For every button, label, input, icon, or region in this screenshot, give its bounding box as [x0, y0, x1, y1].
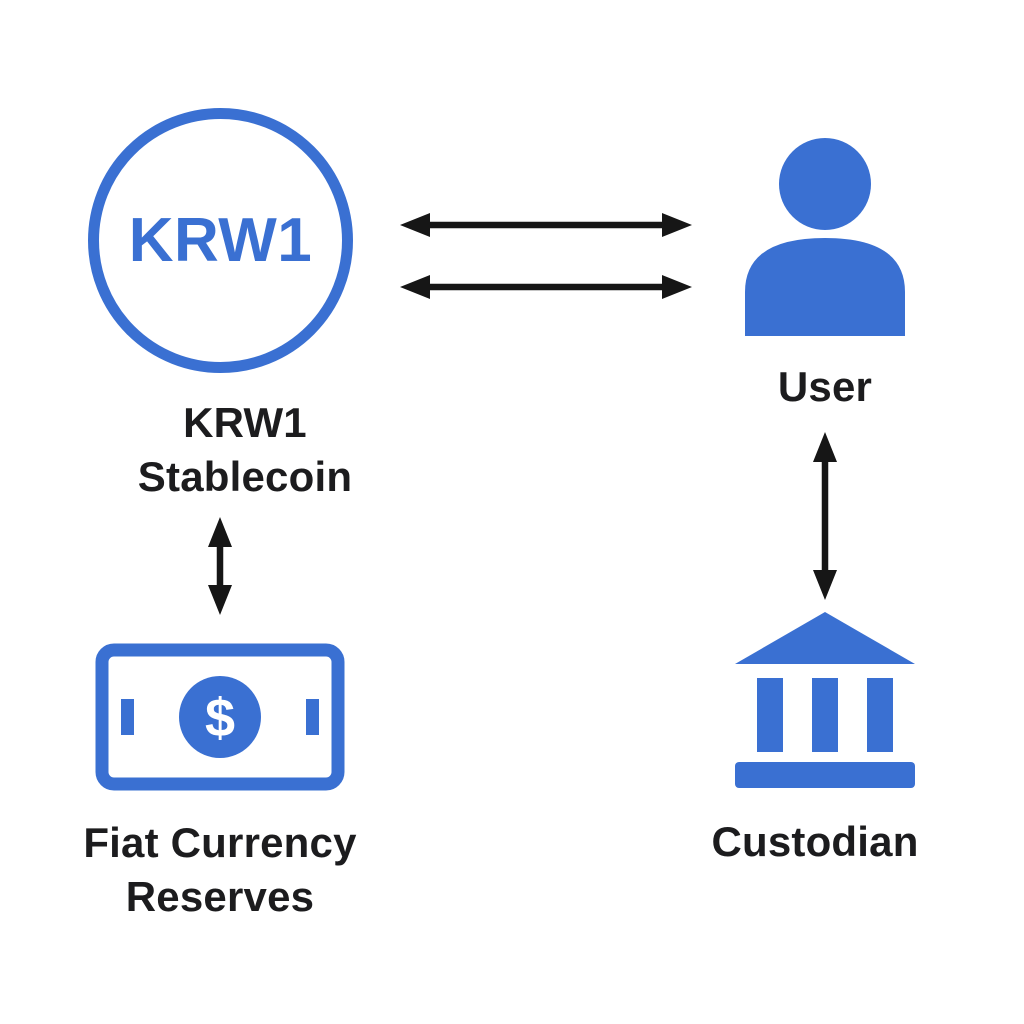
fiat-reserves-label: Fiat Currency Reserves	[83, 819, 357, 920]
user-node	[733, 138, 917, 336]
coin-reserves-arrow	[202, 515, 238, 617]
custodian-label: Custodian	[711, 818, 919, 865]
reserves-node: $	[95, 643, 345, 791]
coin-circle-icon: KRW1	[88, 108, 353, 373]
coin-user-arrow-bottom	[398, 269, 694, 305]
krw1-stablecoin-label: KRW1 Stablecoin	[137, 399, 353, 500]
dollar-sign-glyph: $	[205, 688, 235, 748]
custodian-node	[733, 610, 917, 788]
coin-symbol-text: KRW1	[128, 206, 313, 275]
coin-user-arrow-top	[398, 207, 694, 243]
user-custodian-arrow	[807, 430, 843, 602]
user-label: User	[777, 363, 873, 410]
banknote-icon: $	[95, 643, 345, 791]
bank-icon	[735, 612, 915, 788]
krw1-coin-node: KRW1	[88, 108, 353, 373]
user-icon	[745, 138, 905, 336]
